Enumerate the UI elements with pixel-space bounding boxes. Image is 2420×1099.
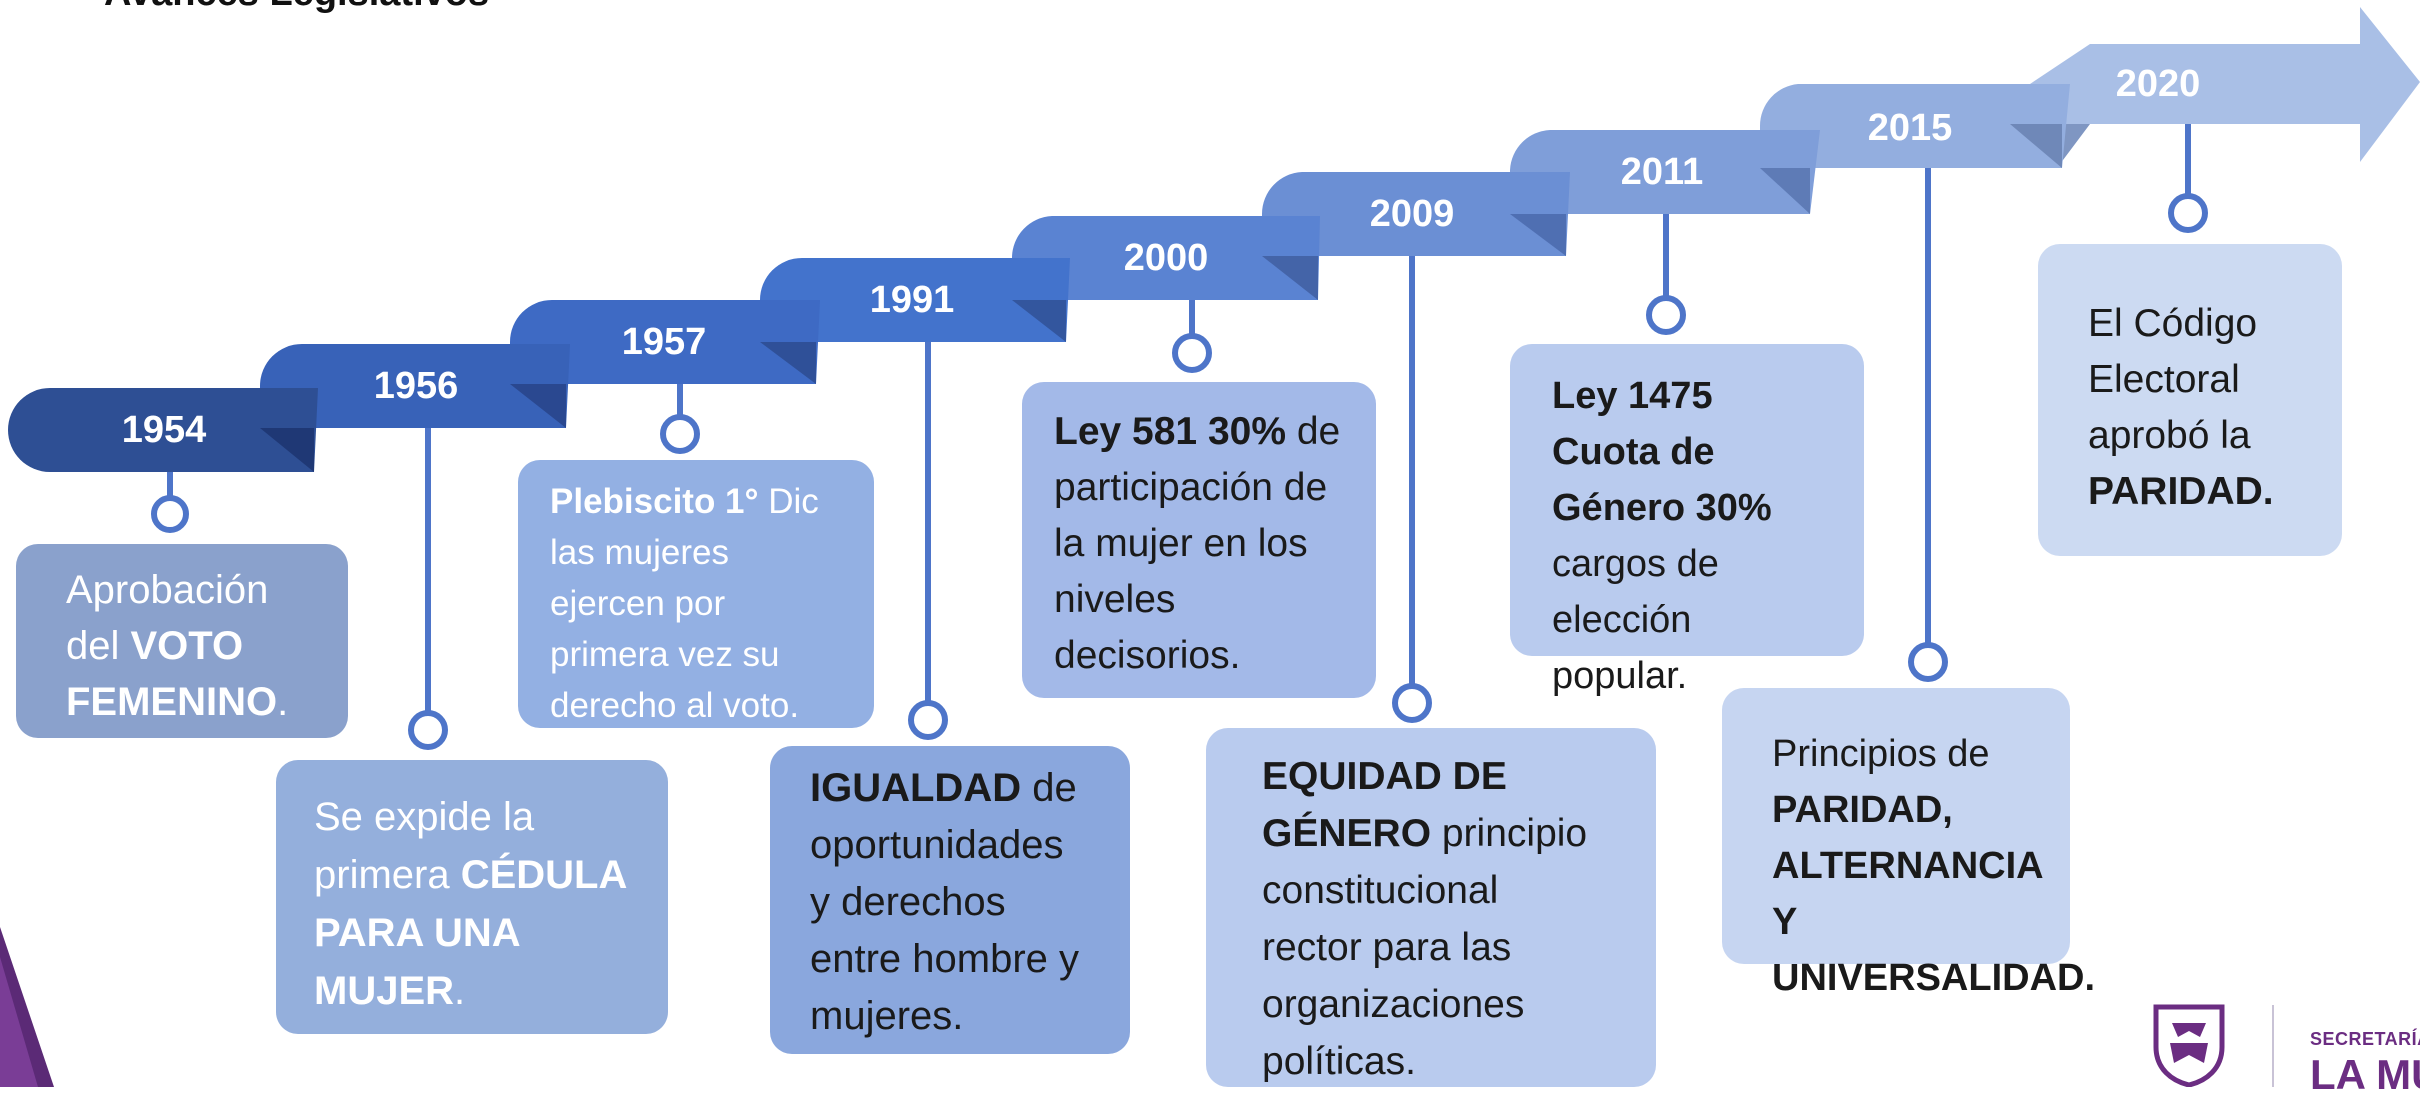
event-text-run: Dic las mujeres ejercen por primera vez … bbox=[550, 482, 819, 725]
year-label-2000: 2000 bbox=[1123, 237, 1209, 279]
logo-text-line2: LA MUJER bbox=[2310, 1051, 2420, 1098]
event-text-run: de participación de la mujer en los nive… bbox=[1054, 410, 1341, 677]
step-1956 bbox=[260, 344, 570, 428]
event-text-run: IGUALDAD bbox=[810, 766, 1022, 810]
year-label-2015: 2015 bbox=[1867, 107, 1953, 149]
event-text-run: Ley 1475 Cuota de Género 30% bbox=[1552, 375, 1772, 529]
event-text-run: principio constitucional rector para las… bbox=[1262, 812, 1588, 1083]
step-1991 bbox=[760, 258, 1070, 342]
event-card-2000: Ley 581 30% de participación de la mujer… bbox=[1022, 382, 1376, 698]
event-text-run: Plebiscito 1° bbox=[550, 482, 759, 521]
event-text-run: VOTO FEMENINO bbox=[66, 624, 278, 724]
year-label-1957: 1957 bbox=[621, 321, 707, 363]
step-1957 bbox=[510, 300, 820, 384]
step-2000 bbox=[1012, 216, 1320, 300]
event-card-1954: Aprobación del VOTO FEMENINO. bbox=[16, 544, 348, 738]
event-card-2015: Principios de PARIDAD, ALTERNANCIA Y UNI… bbox=[1722, 688, 2095, 999]
step-2015 bbox=[1759, 84, 2070, 168]
event-text-run: EQUIDAD DE GÉNERO bbox=[1262, 755, 1507, 855]
page-title: Avances Legislativos bbox=[104, 0, 489, 15]
event-text-run: Ley 581 30% bbox=[1054, 410, 1287, 453]
event-card-2011: Ley 1475 Cuota de Género 30% cargos de e… bbox=[1510, 344, 1864, 697]
event-text-run: CÉDULA PARA UNA MUJER bbox=[314, 853, 626, 1013]
connectors bbox=[167, 124, 2191, 712]
step-2011 bbox=[1510, 130, 1820, 214]
connector-circles bbox=[151, 193, 2208, 750]
event-card-1991: IGUALDAD de oportunidades y derechos ent… bbox=[770, 746, 1130, 1054]
crest-icon bbox=[2153, 1004, 2225, 1087]
event-card-2009: EQUIDAD DE GÉNERO principio constitucion… bbox=[1206, 728, 1656, 1087]
logo-text-line1: SECRETARÍA DE bbox=[2310, 1029, 2420, 1049]
event-text-run: PARIDAD. bbox=[2088, 470, 2274, 513]
event-text-run: PARIDAD, ALTERNANCIA Y UNIVERSALIDAD. bbox=[1772, 789, 2096, 999]
event-card-1957: Plebiscito 1° Dic las mujeres ejercen po… bbox=[518, 460, 874, 728]
event-text-run: de oportunidades y derechos entre hombre… bbox=[810, 766, 1080, 1038]
event-text-run: Principios de bbox=[1772, 733, 1990, 775]
event-text-run: . bbox=[277, 680, 289, 724]
event-text-run: cargos de elección popular. bbox=[1552, 543, 1719, 697]
event-card-1956: Se expide la primera CÉDULA PARA UNA MUJ… bbox=[276, 760, 668, 1034]
year-label-1954: 1954 bbox=[121, 409, 207, 451]
year-label-2020: 2020 bbox=[2115, 63, 2201, 105]
event-text-run: . bbox=[454, 969, 466, 1013]
step-2009 bbox=[1262, 172, 1570, 256]
event-text-run: Se expide la primera bbox=[314, 795, 535, 897]
secretaria-logo: SECRETARÍA DE LA MUJER bbox=[2140, 995, 2420, 1098]
year-label-2011: 2011 bbox=[1620, 151, 1704, 193]
year-label-2009: 2009 bbox=[1369, 193, 1455, 235]
step-1954 bbox=[8, 388, 318, 472]
event-card-2020: El Código Electoral aprobó la PARIDAD. bbox=[2038, 244, 2342, 556]
corner-decoration bbox=[0, 927, 54, 1087]
event-text-run: Aprobación del bbox=[66, 568, 269, 668]
logo-divider bbox=[2272, 1005, 2274, 1087]
event-text-run: El Código Electoral aprobó la bbox=[2088, 302, 2258, 457]
year-label-1956: 1956 bbox=[373, 365, 459, 407]
year-label-1991: 1991 bbox=[869, 279, 955, 321]
